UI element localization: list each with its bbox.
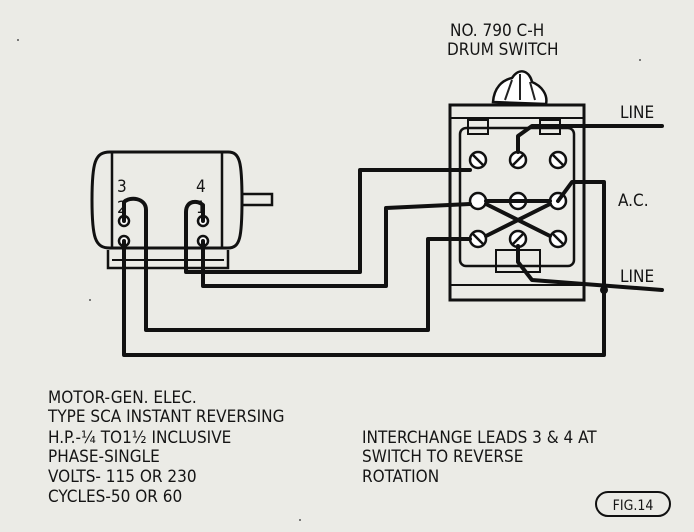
line-leads: [516, 124, 664, 294]
note-line: INTERCHANGE LEADS 3 & 4 AT: [362, 428, 597, 448]
spec-block: MOTOR-GEN. ELEC. TYPE SCA INSTANT REVERS…: [47, 388, 284, 507]
figure-label: FIG.14: [613, 498, 654, 514]
switch-body: [448, 103, 586, 302]
drum-switch: [448, 70, 586, 302]
switch-name-label: DRUM SWITCH: [447, 40, 559, 60]
lead-2-label: 2: [117, 198, 127, 218]
spec-line: PHASE-SINGLE: [48, 447, 160, 467]
paper-specks: [17, 39, 641, 521]
line-bottom-label: LINE: [620, 267, 654, 287]
spec-line: CYCLES-50 OR 60: [48, 487, 182, 507]
ac-label: A.C.: [618, 191, 649, 211]
spec-line: TYPE SCA INSTANT REVERSING: [47, 407, 284, 427]
line-top-label: LINE: [620, 103, 654, 123]
figure-badge: FIG.14: [595, 491, 671, 517]
spec-line: H.P.-¼ TO1½ INCLUSIVE: [48, 428, 231, 448]
note-block: INTERCHANGE LEADS 3 & 4 AT SWITCH TO REV…: [362, 428, 597, 487]
motor-body: [90, 150, 244, 250]
lead-1-label: 1: [196, 198, 206, 218]
motor-shaft: [240, 192, 274, 207]
lead-3-label: 3: [117, 177, 127, 197]
spec-line: MOTOR-GEN. ELEC.: [48, 388, 197, 408]
contact-panel: [458, 126, 576, 268]
switch-model-label: NO. 790 C-H: [450, 21, 544, 41]
note-line: ROTATION: [362, 467, 439, 487]
switch-cross-links: [484, 199, 552, 238]
note-line: SWITCH TO REVERSE: [362, 447, 523, 467]
contact-r2c1: [468, 191, 488, 211]
motor-switch-wires: [122, 168, 606, 357]
lead-4-label: 4: [196, 177, 206, 197]
spec-line: VOLTS- 115 OR 230: [48, 467, 197, 487]
